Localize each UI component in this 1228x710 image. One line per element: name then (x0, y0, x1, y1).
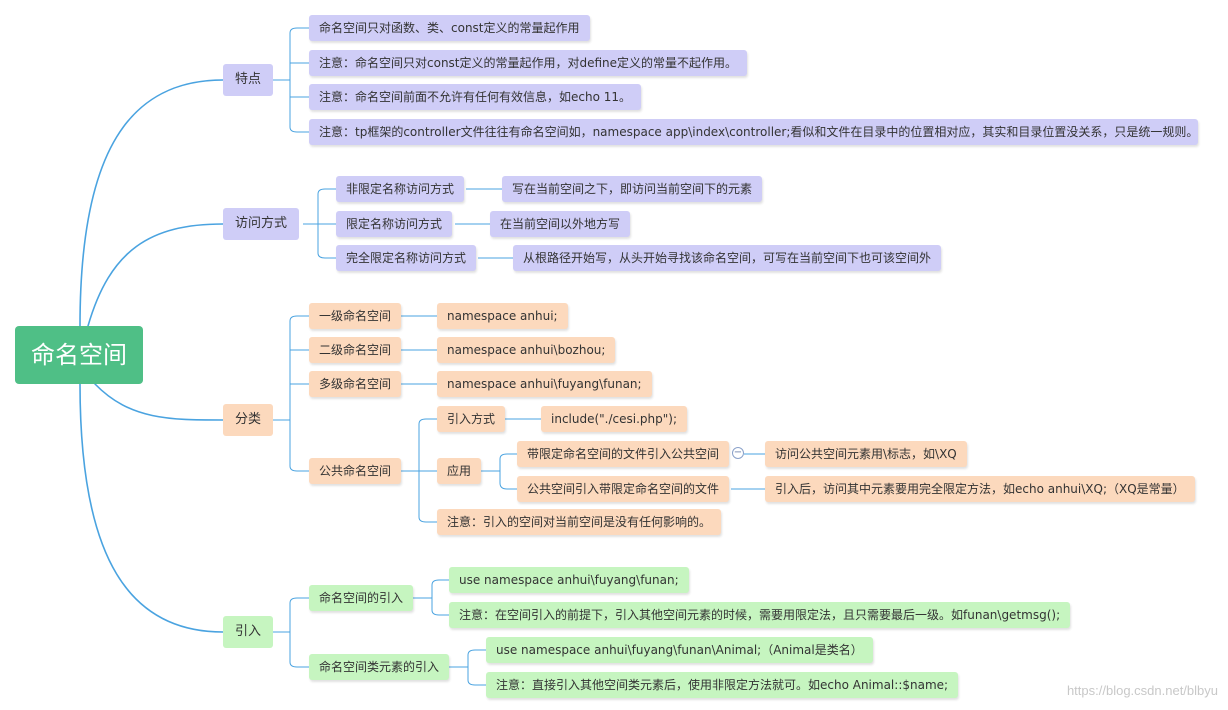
category-level-1-example[interactable]: namespace anhui; (437, 303, 568, 329)
category-multi-level[interactable]: 多级命名空间 (309, 371, 402, 397)
access-unqualified[interactable]: 非限定名称访问方式 (336, 176, 465, 202)
branch-import[interactable]: 引入 (223, 616, 274, 648)
category-level-2-example[interactable]: namespace anhui\bozhou; (437, 337, 616, 363)
features-item-2[interactable]: 注意：命名空间只对const定义的常量起作用，对define定义的常量不起作用。 (309, 50, 748, 76)
application-item-2[interactable]: 公共空间引入带限定命名空间的文件 (517, 476, 730, 502)
category-public[interactable]: 公共命名空间 (309, 458, 402, 484)
category-multi-level-example[interactable]: namespace anhui\fuyang\funan; (437, 371, 652, 397)
features-item-1[interactable]: 命名空间只对函数、类、const定义的常量起作用 (309, 15, 590, 41)
category-level-1[interactable]: 一级命名空间 (309, 303, 402, 329)
import-namespace[interactable]: 命名空间的引入 (309, 585, 414, 611)
public-import-way-value[interactable]: include("./cesi.php"); (541, 406, 687, 432)
access-unqualified-desc[interactable]: 写在当前空间之下，即访问当前空间下的元素 (502, 176, 763, 202)
application-item-1-desc[interactable]: 访问公共空间元素用\标志，如\XQ (765, 441, 967, 467)
public-note[interactable]: 注意：引入的空间对当前空间是没有任何影响的。 (437, 509, 722, 535)
access-fully-qualified-desc[interactable]: 从根路径开始写，从头开始寻找该命名空间，可写在当前空间下也可该空间外 (513, 245, 942, 271)
features-item-4[interactable]: 注意：tp框架的controller文件往往有命名空间如，namespace a… (309, 119, 1198, 145)
import-namespace-use[interactable]: use namespace anhui\fuyang\funan; (449, 567, 689, 593)
branch-category[interactable]: 分类 (223, 404, 274, 436)
public-application[interactable]: 应用 (437, 458, 482, 484)
application-item-1[interactable]: 带限定命名空间的文件引入公共空间 (517, 441, 730, 467)
public-import-way[interactable]: 引入方式 (437, 406, 506, 432)
branch-features[interactable]: 特点 (223, 64, 274, 96)
import-namespace-note[interactable]: 注意：在空间引入的前提下，引入其他空间元素的时候，需要用限定法，且只需要最后一级… (449, 602, 1071, 628)
import-class-note[interactable]: 注意：直接引入其他空间类元素后，使用非限定方法就可。如echo Animal::… (486, 672, 959, 698)
import-class-element[interactable]: 命名空间类元素的引入 (309, 654, 450, 680)
access-qualified-desc[interactable]: 在当前空间以外地方写 (490, 211, 631, 237)
access-fully-qualified[interactable]: 完全限定名称访问方式 (336, 245, 477, 271)
collapse-icon[interactable]: − (732, 447, 744, 459)
branch-access[interactable]: 访问方式 (223, 208, 300, 240)
access-qualified[interactable]: 限定名称访问方式 (336, 211, 453, 237)
root-node[interactable]: 命名空间 (15, 326, 143, 384)
features-item-3[interactable]: 注意：命名空间前面不允许有任何有效信息，如echo 11。 (309, 84, 642, 110)
application-item-2-desc[interactable]: 引入后，访问其中元素要用完全限定方法，如echo anhui\XQ;（XQ是常量… (765, 476, 1195, 502)
import-class-use[interactable]: use namespace anhui\fuyang\funan\Animal;… (486, 637, 873, 663)
watermark: https://blog.csdn.net/blbyu (1066, 683, 1218, 698)
category-level-2[interactable]: 二级命名空间 (309, 337, 402, 363)
